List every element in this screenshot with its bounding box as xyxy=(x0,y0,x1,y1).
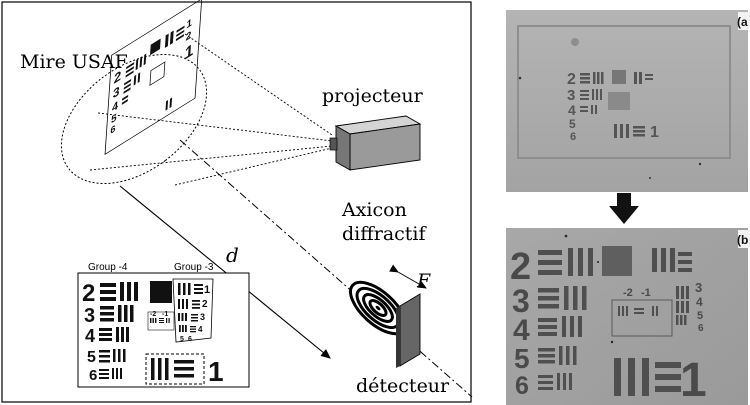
target-num-4: 4 xyxy=(85,326,95,346)
svg-text:-2: -2 xyxy=(623,287,633,299)
target-num-2: 2 xyxy=(82,280,95,307)
distance-label: d xyxy=(226,243,239,267)
svg-text:6: 6 xyxy=(110,123,116,137)
svg-text:2: 2 xyxy=(567,71,576,88)
svg-text:3: 3 xyxy=(512,283,530,319)
photo-bottom: (b 2 3 4 5 6 1 -2 -1 3 4 5 6 xyxy=(506,228,750,405)
svg-text:6: 6 xyxy=(698,323,704,334)
svg-text:6: 6 xyxy=(570,131,576,143)
svg-text:1: 1 xyxy=(186,17,192,32)
target-num-5: 5 xyxy=(87,349,96,366)
svg-text:2: 2 xyxy=(510,246,531,288)
projection-cone xyxy=(89,33,333,186)
down-arrow xyxy=(609,193,639,224)
target-right-num-2: 2 xyxy=(202,299,208,310)
usaf-target-projected: 2 3 4 5 6 1 2 1 xyxy=(104,0,203,156)
axicon-label-line1: Axicon xyxy=(341,199,407,221)
photo-top: (a 2 3 4 5 6 1 xyxy=(506,10,750,192)
target-small-minus2: -2 xyxy=(150,311,156,318)
svg-text:1: 1 xyxy=(680,354,707,405)
target-right-num-6: 6 xyxy=(188,336,192,343)
usaf-target-flat: Group -4 Group -3 2 3 4 5 6 xyxy=(77,262,250,388)
svg-text:3: 3 xyxy=(112,83,120,101)
svg-text:1: 1 xyxy=(650,124,659,141)
svg-text:4: 4 xyxy=(568,102,576,118)
target-num-6: 6 xyxy=(89,367,97,384)
axicon-label-line2: diffractif xyxy=(342,223,428,245)
optical-axis xyxy=(179,139,473,398)
photo-bottom-label: (b xyxy=(737,233,748,247)
svg-text:3: 3 xyxy=(567,87,575,104)
distance-arrow xyxy=(119,185,331,359)
projector xyxy=(329,115,422,171)
target-right-num-4: 4 xyxy=(198,325,203,334)
target-right-num-1: 1 xyxy=(204,284,210,296)
svg-text:2: 2 xyxy=(185,29,191,44)
target-num-3: 3 xyxy=(84,305,95,327)
svg-text:4: 4 xyxy=(112,98,119,115)
group-minus4-label: Group -4 xyxy=(88,262,128,273)
target-plane-ellipse xyxy=(60,54,208,184)
svg-text:5: 5 xyxy=(514,343,530,374)
focal-label: F xyxy=(416,270,431,292)
target-right-num-3: 3 xyxy=(200,312,205,322)
detector xyxy=(396,293,421,368)
target-right-num-5: 5 xyxy=(180,336,184,343)
svg-text:5: 5 xyxy=(111,112,117,127)
svg-text:3: 3 xyxy=(695,280,702,295)
svg-text:1: 1 xyxy=(184,39,194,63)
group-minus3-label: Group -3 xyxy=(174,262,214,273)
mire-usaf-label: Mire USAF xyxy=(20,51,128,73)
svg-text:6: 6 xyxy=(515,372,529,400)
focal-arrow xyxy=(389,264,427,289)
target-bottom-num-1: 1 xyxy=(208,356,224,387)
projector-label: projecteur xyxy=(322,85,424,107)
detector-label: détecteur xyxy=(356,375,450,397)
svg-text:2: 2 xyxy=(113,68,121,87)
svg-text:-1: -1 xyxy=(641,287,651,299)
photo-top-label: (a xyxy=(737,15,748,29)
svg-text:5: 5 xyxy=(697,310,703,322)
target-small-minus1: -1 xyxy=(162,311,168,318)
svg-text:4: 4 xyxy=(513,314,530,347)
svg-text:4: 4 xyxy=(696,295,703,309)
svg-text:5: 5 xyxy=(569,117,576,131)
